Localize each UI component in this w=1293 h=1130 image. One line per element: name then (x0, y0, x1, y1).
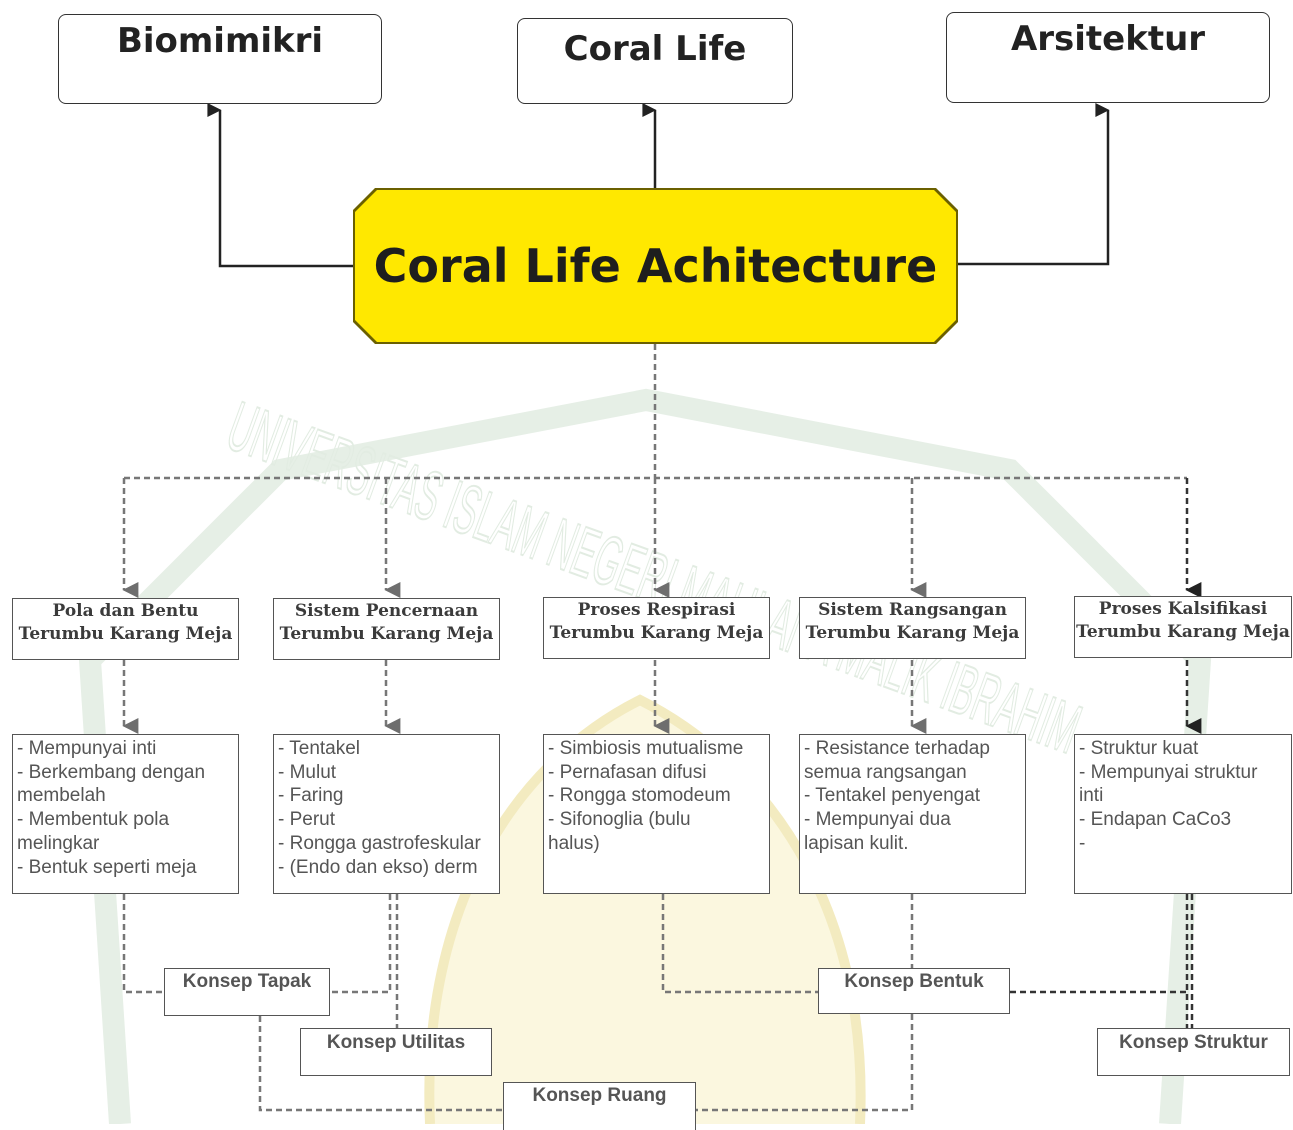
detail-line: - Sifonoglia (bulu (548, 809, 691, 831)
watermark-shield (78, 388, 1212, 1124)
category-label: Terumbu Karang Meja (279, 624, 494, 644)
category-sistem-pencernaan: Sistem Pencernaan Terumbu Karang Meja (273, 598, 500, 660)
category-proses-kalsifikasi: Proses Kalsifikasi Terumbu Karang Meja (1074, 596, 1292, 658)
detail-sistem-pencernaan: - Tentakel - Mulut - Faring - Perut - Ro… (273, 734, 500, 894)
detail-line: - Simbiosis mutualisme (548, 738, 744, 759)
detail-line: - Mempunyai dua (804, 809, 951, 831)
category-label: Terumbu Karang Meja (18, 624, 233, 644)
detail-line: - (1079, 832, 1086, 854)
konsep-ruang: Konsep Ruang (503, 1082, 696, 1130)
konsep-bentuk-label: Konsep Bentuk (844, 971, 984, 992)
detail-line: - Tentakel penyengat (804, 785, 981, 807)
category-label: Pola dan Bentu (52, 601, 199, 621)
category-label: Proses Respirasi (577, 600, 736, 620)
center-node-label: Coral Life Achitecture (373, 239, 938, 293)
center-node: Coral Life Achitecture (355, 190, 956, 342)
detail-line: - Endapan CaCo3 (1079, 809, 1232, 831)
node-arsitektur-label: Arsitektur (1010, 19, 1206, 59)
dashed-distribution (122, 344, 1187, 1112)
category-sistem-rangsangan: Sistem Rangsangan Terumbu Karang Meja (799, 597, 1026, 659)
category-label: Sistem Pencernaan (294, 601, 479, 621)
detail-pola-bentuk: - Mempunyai inti - Berkembang dengan mem… (12, 734, 239, 894)
node-coral-life: Coral Life (517, 18, 793, 104)
detail-line: semua rangsangan (804, 761, 967, 783)
detail-line: - Rongga gastrofeskular (278, 832, 481, 854)
detail-line: membelah (17, 785, 106, 807)
detail-line: - Tentakel (278, 738, 361, 759)
detail-proses-respirasi: - Simbiosis mutualisme - Pernafasan difu… (543, 734, 770, 894)
konsep-utilitas-label: Konsep Utilitas (326, 1032, 466, 1053)
konsep-struktur: Konsep Struktur (1097, 1028, 1290, 1076)
detail-line: - Pernafasan difusi (548, 761, 707, 783)
konsep-struktur-label: Konsep Struktur (1119, 1032, 1268, 1053)
detail-sistem-rangsangan: - Resistance terhadap semua rangsangan -… (799, 734, 1026, 894)
detail-line: - Berkembang dengan (17, 761, 206, 783)
konsep-utilitas: Konsep Utilitas (300, 1028, 492, 1076)
detail-line: - Perut (278, 809, 336, 831)
detail-line: - Mempunyai inti (17, 738, 157, 759)
detail-line: - Faring (278, 785, 344, 807)
konsep-tapak: Konsep Tapak (164, 968, 330, 1016)
detail-line: inti (1079, 785, 1104, 807)
node-coral-life-label: Coral Life (563, 29, 747, 69)
konsep-ruang-label: Konsep Ruang (532, 1085, 667, 1106)
konsep-tapak-label: Konsep Tapak (182, 971, 312, 992)
category-label: Sistem Rangsangan (818, 600, 1007, 620)
node-biomimikri: Biomimikri (58, 14, 382, 104)
category-label: Terumbu Karang Meja (1076, 622, 1290, 642)
category-pola-bentuk: Pola dan Bentu Terumbu Karang Meja (12, 598, 239, 660)
node-arsitektur: Arsitektur (946, 12, 1270, 103)
category-proses-respirasi: Proses Respirasi Terumbu Karang Meja (543, 597, 770, 659)
detail-line: - (Endo dan ekso) derm (278, 856, 478, 878)
detail-line: lapisan kulit. (804, 832, 909, 854)
detail-line: melingkar (17, 832, 100, 854)
detail-line: halus) (548, 832, 600, 854)
solid-arrows (207, 103, 1110, 268)
category-label: Proses Kalsifikasi (1098, 599, 1268, 619)
arrow-to-biomimikri (207, 103, 355, 268)
node-biomimikri-label: Biomimikri (116, 21, 324, 61)
dark-dashed-route (1010, 478, 1202, 1028)
konsep-bentuk: Konsep Bentuk (818, 968, 1010, 1014)
detail-line: - Resistance terhadap (804, 738, 990, 759)
detail-line: - Struktur kuat (1079, 738, 1199, 759)
arrow-to-arsitektur (957, 103, 1110, 266)
category-label: Terumbu Karang Meja (805, 623, 1020, 643)
detail-line: - Membentuk pola (17, 809, 170, 831)
category-label: Terumbu Karang Meja (549, 623, 764, 643)
detail-line: - Bentuk seperti meja (17, 856, 197, 878)
detail-line: - Rongga stomodeum (548, 785, 731, 807)
detail-line: - Mempunyai struktur (1079, 761, 1258, 783)
detail-proses-kalsifikasi: - Struktur kuat - Mempunyai struktur int… (1074, 734, 1292, 894)
detail-line: - Mulut (278, 761, 337, 783)
